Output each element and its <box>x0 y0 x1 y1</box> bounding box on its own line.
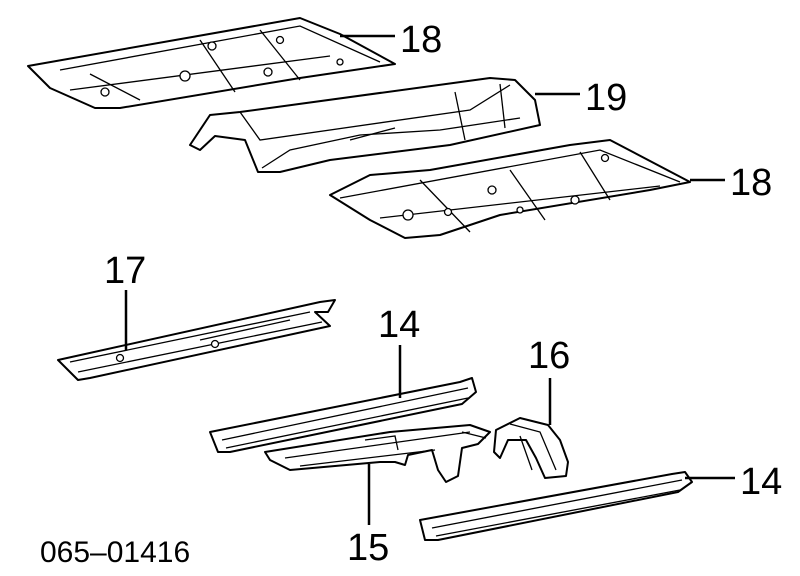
diagram-code: 065–01416 <box>40 536 190 569</box>
side-sill-upper-part <box>209 377 477 453</box>
floor-tunnel-part <box>189 77 541 173</box>
callout-15: 15 <box>347 527 389 569</box>
floor-pan-right-part <box>329 139 691 239</box>
side-sill-lower-part <box>419 471 693 541</box>
callout-18-top: 18 <box>400 19 442 61</box>
side-member-part <box>264 424 491 483</box>
callout-16: 16 <box>528 335 570 377</box>
callout-14-upper: 14 <box>378 304 420 346</box>
crossmember-part <box>57 299 336 381</box>
floor-pan-front-part <box>27 17 396 109</box>
callout-18-right: 18 <box>730 162 772 204</box>
callout-17: 17 <box>104 250 146 292</box>
callout-14-lower: 14 <box>740 461 782 503</box>
callout-19: 19 <box>585 77 627 119</box>
bracket-part <box>493 417 569 479</box>
